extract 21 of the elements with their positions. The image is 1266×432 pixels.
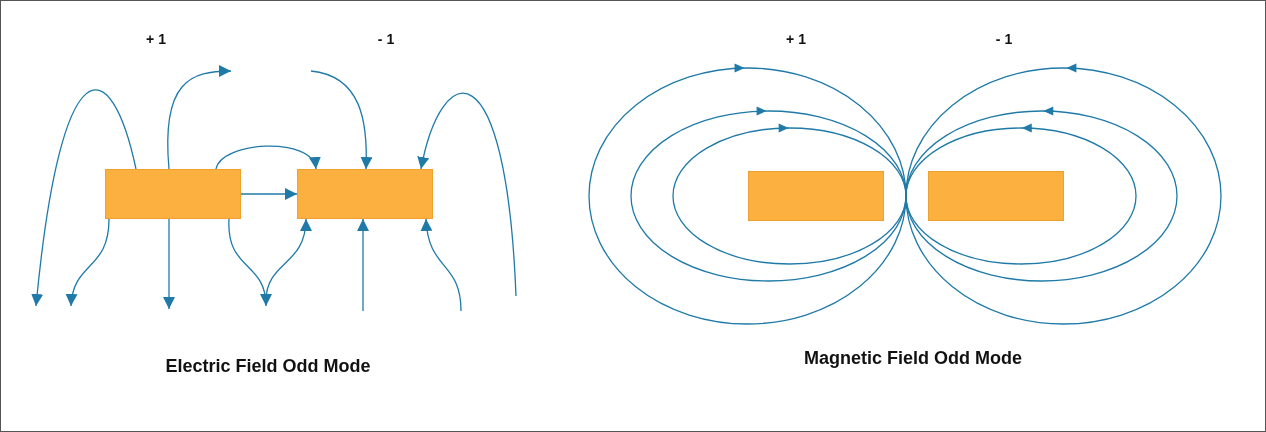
field-line-arrow	[357, 218, 369, 312]
field-line-arrow	[163, 218, 175, 310]
conductor-bar	[928, 171, 1064, 221]
polarity-label: + 1	[786, 31, 806, 47]
conductor-bar	[105, 169, 241, 219]
caption: Electric Field Odd Mode	[165, 356, 371, 377]
polarity-label: + 1	[146, 31, 166, 47]
polarity-label: - 1	[377, 31, 395, 47]
field-line-arrow	[417, 92, 517, 297]
field-line-arrow	[215, 145, 318, 170]
field-line-arrow	[167, 65, 232, 170]
field-line-arrow	[228, 218, 272, 307]
field-line-arrow	[66, 218, 110, 307]
field-line-arrow	[310, 70, 373, 170]
polarity-label: - 1	[995, 31, 1013, 47]
conductor-bar	[748, 171, 884, 221]
field-line-arrow	[240, 188, 298, 200]
field-line-arrow	[421, 218, 462, 312]
caption: Magnetic Field Odd Mode	[804, 348, 1022, 369]
field-line-arrow	[31, 89, 137, 307]
conductor-bar	[297, 169, 433, 219]
